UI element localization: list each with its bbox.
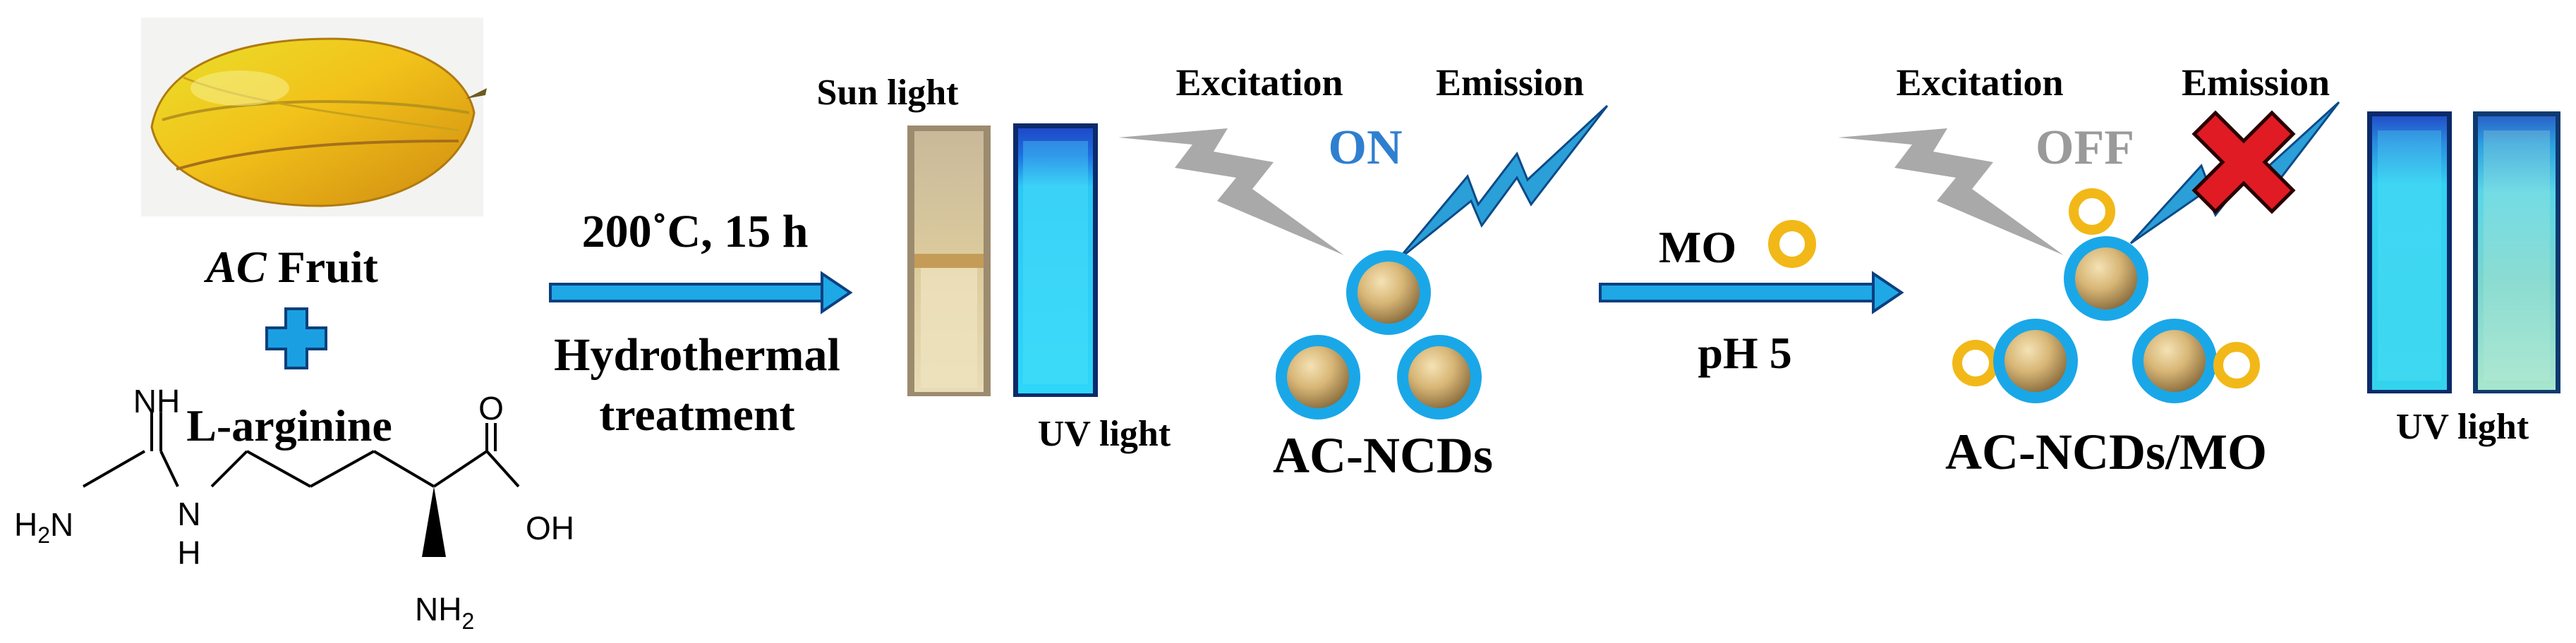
step1-method-line1: Hydrothermal (554, 329, 840, 381)
step2-condition: pH 5 (1698, 328, 1791, 378)
product-on: AC-NCDs (1273, 427, 1493, 484)
step1-method-line2: treatment (599, 389, 794, 441)
ncd-dot (1397, 335, 1482, 420)
step1-conditions: 200˚C, 15 h (582, 206, 809, 257)
ncd-dot (2132, 319, 2217, 403)
ncd-dot (1993, 319, 2078, 403)
amide-n: N (177, 496, 200, 532)
mo-ring (2213, 342, 2260, 388)
excitation-label-off: Excitation (1897, 61, 2064, 104)
uv-light-label-1: UV light (1038, 414, 1171, 454)
product-off: AC-NCDs/MO (1945, 424, 2267, 480)
vial-uv-off-ncds (2367, 111, 2452, 393)
step1-arrow (549, 271, 853, 314)
ncd-cluster-off (1952, 188, 2260, 403)
alpha-nh2: NH2 (415, 591, 474, 634)
fruit-image (141, 18, 487, 216)
emission-bolt-on-icon (1396, 104, 1609, 262)
ncd-cluster-on (1276, 250, 1482, 420)
excitation-bolt-off-icon (1838, 128, 2064, 255)
plus-icon (265, 307, 327, 369)
vial-uv-on (1013, 123, 1098, 397)
cross-icon (2191, 110, 2296, 214)
hydroxyl-oh: OH (526, 510, 574, 546)
wedge-bond (422, 486, 446, 557)
off-status: OFF (2036, 121, 2134, 175)
ncd-dot (1276, 335, 1360, 420)
mo-icon (1768, 220, 1816, 268)
emission-label-off: Emission (2182, 61, 2330, 104)
fruit-label: AC Fruit (203, 242, 378, 292)
step2-reagent: MO (1659, 222, 1736, 272)
sun-light-label: Sun light (817, 73, 960, 113)
amine-h2n: H2N (14, 506, 73, 548)
arginine-label: L-arginine (186, 400, 392, 451)
excitation-label-on: Excitation (1176, 61, 1343, 104)
imine-nh: NH (133, 383, 180, 420)
mo-ring (1952, 340, 1999, 386)
emission-label-on: Emission (1436, 61, 1584, 104)
fruit-name-rest: Fruit (267, 242, 379, 292)
carbonyl-o: O (478, 390, 504, 427)
vial-uv-off-ncds-mo (2473, 111, 2560, 393)
fruit-name-italic: AC (203, 242, 267, 292)
vial-sunlight (907, 125, 991, 396)
excitation-bolt-on-icon (1118, 128, 1344, 255)
uv-light-label-2: UV light (2396, 407, 2529, 447)
step2-arrow (1599, 271, 1904, 314)
on-status: ON (1329, 121, 1403, 175)
ncd-dot (1346, 250, 1431, 335)
mo-ring (2069, 188, 2115, 235)
amide-h: H (177, 534, 200, 571)
arginine-structure (83, 412, 520, 488)
ncd-dot (2064, 236, 2148, 321)
